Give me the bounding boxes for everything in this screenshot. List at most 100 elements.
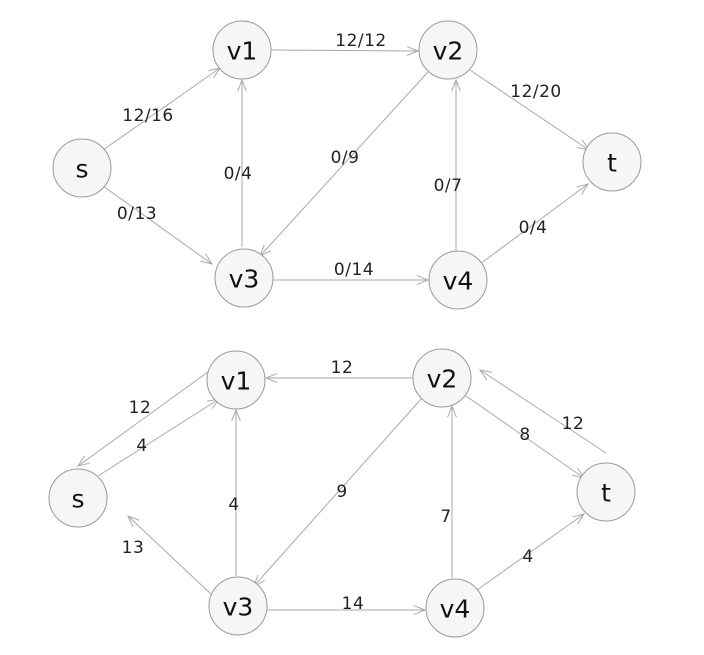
edge-v1-to-s: 12 — [76, 371, 209, 467]
arrowhead — [231, 408, 241, 422]
edge-v3-to-v1: 4 — [228, 408, 241, 576]
edge-s-to-v1: 4 — [97, 398, 221, 477]
edge-label: 0/7 — [434, 176, 463, 196]
edge-v3-to-v4: 0/14 — [273, 260, 430, 285]
arrowhead — [572, 513, 586, 525]
node-label: t — [601, 479, 611, 508]
arrowhead — [200, 253, 214, 265]
edge-line — [97, 398, 220, 477]
edge-v3-to-v1: 0/4 — [224, 78, 253, 247]
edge-v2-to-t: 12/20 — [469, 69, 591, 151]
edge-line — [469, 69, 590, 151]
edge-t-to-v2: 12 — [478, 369, 607, 454]
arrowhead — [451, 78, 461, 92]
node-v4: v4 — [425, 578, 485, 638]
node-label: v3 — [223, 593, 254, 622]
edge-line — [102, 185, 213, 265]
edge-line — [127, 515, 213, 596]
edge-label: 0/14 — [334, 260, 374, 280]
node-v2: v2 — [418, 20, 478, 80]
edge-label: 0/4 — [224, 164, 253, 184]
edge-label: 12/12 — [335, 31, 387, 51]
edge-label: 7 — [440, 507, 451, 527]
node-circle — [425, 578, 485, 638]
node-label: v2 — [433, 37, 464, 66]
arrowhead — [127, 515, 140, 528]
node-v1: v1 — [206, 350, 266, 410]
edge-label: 12 — [129, 398, 152, 418]
arrowhead — [447, 404, 457, 418]
node-label: v4 — [440, 595, 471, 624]
edge-label: 0/4 — [519, 218, 548, 238]
arrowhead — [416, 275, 430, 285]
edge-label: 12 — [331, 358, 354, 378]
edge-label: 14 — [342, 594, 365, 614]
node-circle — [412, 348, 472, 408]
node-v4: v4 — [428, 250, 488, 310]
node-circle — [206, 350, 266, 410]
node-v3: v3 — [214, 248, 274, 308]
edge-s-to-v1: 12/16 — [102, 67, 222, 151]
edge-v2-to-t: 8 — [465, 395, 586, 479]
arrowhead — [76, 455, 90, 467]
node-circle — [208, 576, 268, 636]
node-v1: v1 — [212, 20, 272, 80]
edge-label: 8 — [519, 425, 530, 445]
edge-line — [465, 395, 585, 479]
edge-line — [479, 183, 589, 265]
edge-line — [270, 49, 419, 52]
edge-line — [259, 71, 429, 257]
edge-v4-to-v2: 0/7 — [434, 78, 463, 251]
node-t: t — [582, 132, 642, 192]
node-v3: v3 — [208, 576, 268, 636]
node-v2: v2 — [412, 348, 472, 408]
arrowhead — [406, 46, 420, 56]
flow-graph: 12/16 0/13 12/12 0/4 0/9 0/14 0/7 12/20 0/4 s v1 v2… — [52, 20, 642, 310]
node-circle — [576, 462, 636, 522]
node-label: v1 — [221, 367, 252, 396]
edge-s-to-v3: 13 — [122, 515, 213, 596]
edge-v2-to-v3: 0/9 — [259, 71, 429, 257]
node-label: v2 — [427, 365, 458, 394]
node-label: s — [71, 485, 84, 514]
node-circle — [52, 138, 112, 198]
edge-label: 4 — [228, 495, 239, 515]
edge-label: 13 — [122, 538, 145, 558]
arrowhead — [576, 183, 590, 195]
node-circle — [428, 250, 488, 310]
node-s: s — [52, 138, 112, 198]
edge-label: 12/16 — [122, 106, 174, 126]
edge-s-to-v3: 0/13 — [102, 185, 214, 265]
edge-v4-to-t: 0/4 — [479, 183, 590, 265]
node-s: s — [48, 468, 108, 528]
edge-label: 12 — [562, 414, 585, 434]
arrowhead — [237, 78, 247, 92]
edge-v2-to-v3: 9 — [253, 397, 423, 588]
node-label: v4 — [443, 267, 474, 296]
node-circle — [212, 20, 272, 80]
node-label: t — [607, 149, 617, 178]
edge-label: 4 — [136, 436, 147, 456]
node-label: v1 — [227, 37, 258, 66]
edge-label: 4 — [522, 547, 533, 567]
node-circle — [214, 248, 274, 308]
node-circle — [582, 132, 642, 192]
edge-v2-to-v1: 12 — [264, 358, 414, 383]
arrowhead — [264, 373, 278, 383]
edge-line — [253, 397, 423, 587]
node-circle — [418, 20, 478, 80]
edge-v4-to-v2: 7 — [440, 404, 457, 578]
edge-line — [102, 67, 221, 151]
node-t: t — [576, 462, 636, 522]
edge-v4-to-t: 4 — [476, 513, 586, 591]
edge-label: 0/13 — [117, 204, 157, 224]
arrowhead — [413, 605, 427, 615]
edge-line — [479, 369, 607, 454]
edge-label: 9 — [336, 482, 347, 502]
edge-v3-to-v4: 14 — [267, 594, 427, 615]
edge-line — [476, 513, 585, 591]
residual-graph: 12 4 13 12 4 9 14 7 8 12 4 s v1 v2 v3 v4 t — [48, 348, 636, 638]
edge-v1-to-v2: 12/12 — [270, 31, 420, 56]
